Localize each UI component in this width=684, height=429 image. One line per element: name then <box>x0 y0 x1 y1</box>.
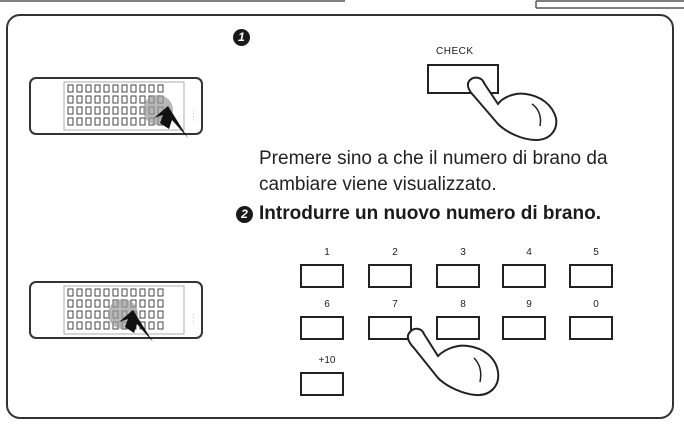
key-label: 6 <box>324 299 330 310</box>
step-2-number: 2 <box>236 205 253 223</box>
key-label: 5 <box>593 247 599 258</box>
key-0[interactable]: 0 <box>569 299 639 347</box>
key-label: 1 <box>324 247 330 258</box>
key-label: 0 <box>593 299 599 310</box>
key-7[interactable]: 7 <box>368 299 438 347</box>
step-2-instruction: Introdurre un nuovo numero di brano. <box>259 203 601 224</box>
key-1[interactable]: 1 <box>300 247 370 295</box>
check-key-group: CHECK <box>424 46 574 146</box>
key-button[interactable] <box>436 264 480 288</box>
key-button[interactable] <box>502 316 546 340</box>
key-label: 3 <box>460 247 466 258</box>
step-1-number: 1 <box>233 29 250 46</box>
key-3[interactable]: 3 <box>436 247 506 295</box>
key-button[interactable] <box>436 316 480 340</box>
key-4[interactable]: 4 <box>502 247 572 295</box>
pressing-hand-icon <box>406 327 500 397</box>
key-2[interactable]: 2 <box>368 247 438 295</box>
key-label: 7 <box>392 299 398 310</box>
key-label: 4 <box>526 247 532 258</box>
remote-control-icon: · · · · <box>29 281 203 342</box>
instruction-panel <box>6 14 674 419</box>
key-label: +10 <box>318 355 336 366</box>
key-button[interactable] <box>368 264 412 288</box>
step-1-instruction: Premere sino a che il numero di brano da… <box>259 148 608 195</box>
key-label: 9 <box>526 299 532 310</box>
key-9[interactable]: 9 <box>502 299 572 347</box>
pressing-hand-icon <box>466 76 558 142</box>
step-2-heading: 2 Introdurre un nuovo numero di brano. <box>236 203 601 225</box>
key-button[interactable] <box>569 264 613 288</box>
remote-control-icon: · · · · <box>29 77 203 138</box>
key-plus-10[interactable]: +10 <box>300 355 370 403</box>
key-button[interactable] <box>368 316 412 340</box>
key-5[interactable]: 5 <box>569 247 639 295</box>
svg-text:· · · ·: · · · · <box>190 110 196 121</box>
check-button[interactable] <box>427 64 499 94</box>
key-6[interactable]: 6 <box>300 299 370 347</box>
svg-text:· · · ·: · · · · <box>190 314 196 325</box>
key-button[interactable] <box>569 316 613 340</box>
top-rule <box>0 0 684 9</box>
key-button[interactable] <box>300 372 344 396</box>
key-button[interactable] <box>300 316 344 340</box>
key-button[interactable] <box>300 264 344 288</box>
check-label: CHECK <box>436 46 474 57</box>
key-label: 2 <box>392 247 398 258</box>
key-button[interactable] <box>502 264 546 288</box>
key-label: 8 <box>460 299 466 310</box>
key-8[interactable]: 8 <box>436 299 506 347</box>
